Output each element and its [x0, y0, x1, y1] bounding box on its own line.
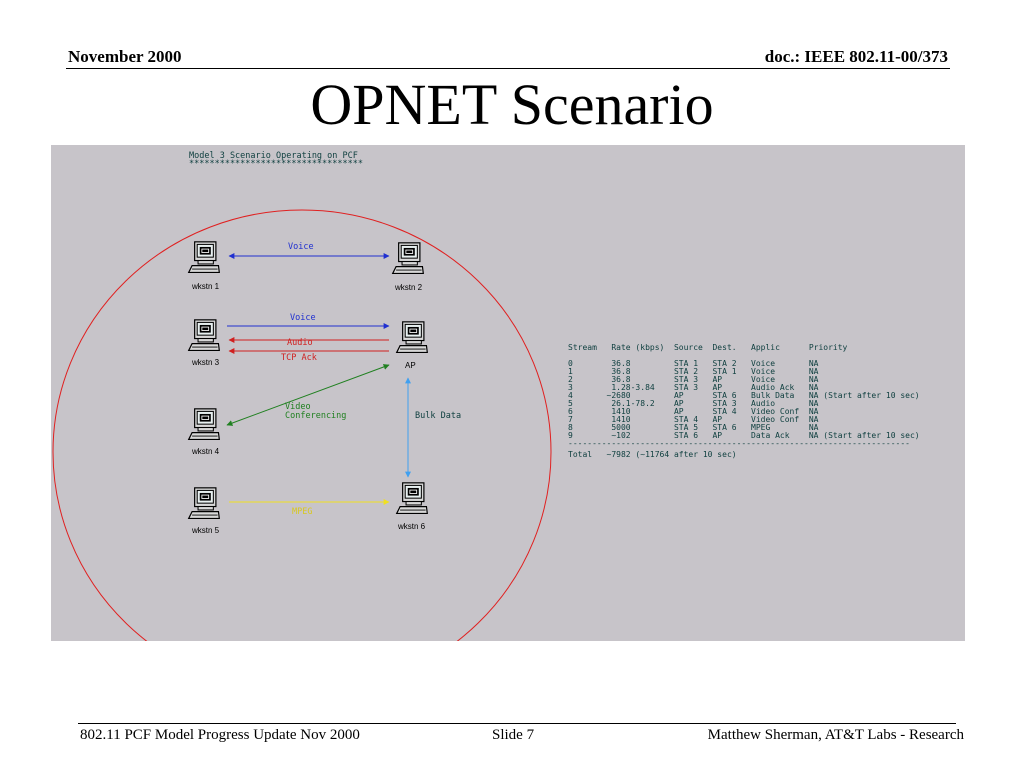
coverage-circle — [52, 209, 552, 641]
stream-row-2: 2 36.8 STA 3 AP Voice NA — [568, 375, 819, 384]
wkstn-6-label: wkstn 6 — [397, 522, 426, 531]
wkstn-5-label: wkstn 5 — [191, 526, 220, 535]
tcp-ack-label: TCP Ack — [281, 353, 317, 363]
wkstn-3-label: wkstn 3 — [191, 358, 220, 367]
wkstn-4-icon — [188, 408, 220, 441]
video-label-line2: Conferencing — [285, 411, 346, 421]
scenario-heading: Model 3 Scenario Operating on PCF — [189, 151, 358, 161]
stream-row-7: 7 1410 STA 4 AP Video Conf NA — [568, 415, 819, 424]
wkstn-1-label: wkstn 1 — [191, 282, 220, 291]
wkstn-5-icon — [188, 487, 220, 520]
stream-row-5: 5 26.1-78.2 AP STA 3 Audio NA — [568, 399, 819, 408]
stream-row-4: 4 ~2680 AP STA 6 Bulk Data NA (Start aft… — [568, 391, 920, 400]
mpeg-label: MPEG — [292, 507, 312, 517]
footer-author: Matthew Sherman, AT&T Labs - Research — [707, 727, 964, 743]
header-date: November 2000 — [68, 47, 182, 66]
footer-presentation-title: 802.11 PCF Model Progress Update Nov 200… — [80, 727, 360, 743]
scenario-heading-underline: ********************************** — [189, 159, 363, 169]
stream-table-separator: ----------------------------------------… — [568, 439, 910, 448]
audio-label: Audio — [287, 338, 313, 348]
stream-table-total: Total ~7982 (~11764 after 10 sec) — [568, 450, 737, 459]
stream-row-0: 0 36.8 STA 1 STA 2 Voice NA — [568, 359, 819, 368]
wkstn-4-label: wkstn 4 — [191, 447, 220, 456]
stream-table: Stream Rate (kbps) Source Dest. Applic P… — [568, 343, 920, 459]
footer-rule — [78, 723, 956, 724]
wkstn-2-icon — [392, 242, 424, 275]
wkstn-3-icon — [188, 319, 220, 352]
bulk-data-label: Bulk Data — [415, 411, 461, 421]
wkstn-6-icon — [396, 482, 428, 515]
stream-row-1: 1 36.8 STA 2 STA 1 Voice NA — [568, 367, 819, 376]
stream-table-header: Stream Rate (kbps) Source Dest. Applic P… — [568, 343, 848, 352]
footer-slide-number: Slide 7 — [492, 727, 535, 743]
ap-icon — [396, 321, 428, 354]
wkstn-1-icon — [188, 241, 220, 274]
wkstn-2-label: wkstn 2 — [394, 283, 423, 292]
stream-row-6: 6 1410 AP STA 4 Video Conf NA — [568, 407, 819, 416]
opnet-scenario-panel: Model 3 Scenario Operating on PCF ******… — [51, 145, 965, 641]
video-conferencing-link — [226, 364, 390, 426]
slide-title: OPNET Scenario — [310, 72, 714, 137]
voice-label-3-ap: Voice — [290, 313, 316, 323]
stream-row-8: 8 5000 STA 5 STA 6 MPEG NA — [568, 423, 819, 432]
ap-label: AP — [405, 361, 416, 370]
voice-label-1-2: Voice — [288, 242, 314, 252]
header-rule — [66, 68, 950, 69]
header-doc-id: doc.: IEEE 802.11-00/373 — [764, 47, 948, 66]
stream-row-3: 3 1.28-3.84 STA 3 AP Audio Ack NA — [568, 383, 819, 392]
stream-row-9: 9 ~102 STA 6 AP Data Ack NA (Start after… — [568, 431, 920, 440]
video-label-line1: Video — [285, 402, 311, 412]
